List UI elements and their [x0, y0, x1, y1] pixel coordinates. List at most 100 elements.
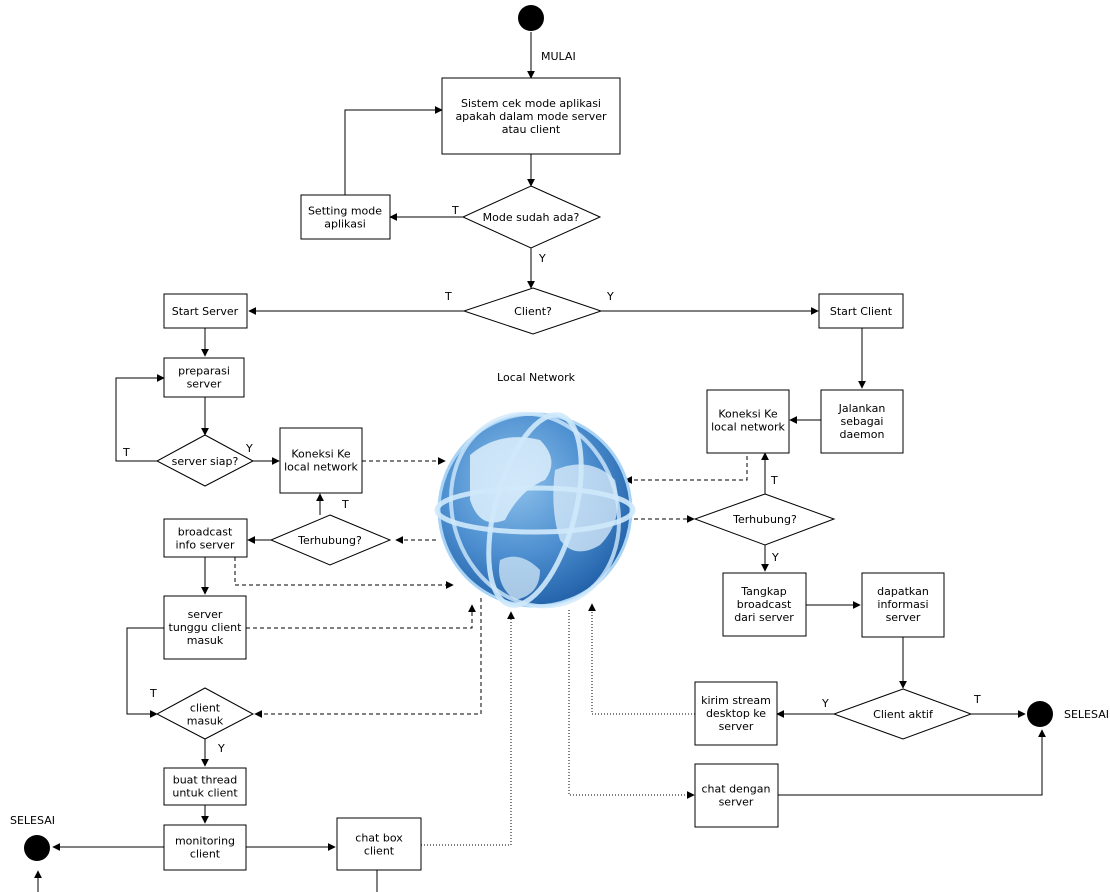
node-label-line: server — [719, 720, 754, 733]
edge-label-client-t: T — [444, 290, 452, 303]
process-start-server-label: Start Server — [172, 305, 239, 318]
edge-label-client-y: Y — [606, 290, 614, 303]
node-label-line: Client? — [514, 305, 552, 318]
node-label-line: daemon — [840, 428, 885, 441]
process-start-client: Start Client — [818, 293, 904, 329]
node-label-line: server — [188, 608, 223, 621]
edge-label-masuk-t: T — [149, 687, 157, 700]
edge-label-siap-t: T — [122, 446, 130, 459]
node-label-line: dari server — [734, 611, 794, 624]
node-label-line: chat box — [355, 832, 403, 845]
process-start-client-label: Start Client — [830, 305, 893, 318]
decision-client: Client? — [462, 287, 603, 335]
node-label-line: Terhubung? — [297, 534, 362, 547]
node-label-line: tunggu client — [169, 621, 243, 634]
edge-label-terhubung-client-y: Y — [771, 551, 779, 564]
node-label-line: client — [190, 848, 221, 861]
decision-client-aktif: Client aktif — [832, 688, 973, 740]
node-label-line: monitoring — [175, 835, 235, 848]
node-label-line: broadcast — [178, 526, 233, 539]
start-node — [518, 5, 544, 31]
start-label: MULAI — [541, 50, 576, 63]
node-label-line: client — [364, 845, 395, 858]
node-label-line: server — [187, 378, 222, 391]
decision-client-aktif-label: Client aktif — [873, 708, 934, 721]
node-label-line: buat thread — [173, 774, 238, 787]
node-label-line: Start Client — [830, 305, 893, 318]
edge-label-aktif-t: T — [973, 693, 981, 706]
node-label-line: sebagai — [840, 415, 883, 428]
node-label-line: Terhubung? — [732, 513, 797, 526]
node-label-line: broadcast — [737, 598, 792, 611]
node-label-line: informasi — [877, 598, 928, 611]
node-label-line: kirim stream — [701, 694, 771, 707]
edges — [34, 32, 1046, 892]
decision-server-siap: server siap? — [155, 434, 255, 487]
end-label-left: SELESAI — [10, 814, 55, 827]
edge-label-terhubung-client-t: T — [770, 474, 778, 487]
globe-icon — [434, 411, 636, 609]
node-label-line: aplikasi — [324, 218, 366, 231]
edge-label-terhubung-server-t: T — [341, 498, 349, 511]
node-label-line: server — [886, 611, 921, 624]
end-node-left — [24, 835, 50, 861]
node-label-line: preparasi — [178, 365, 230, 378]
decision-terhubung-client-label: Terhubung? — [732, 513, 797, 526]
node-label-line: server — [719, 796, 754, 809]
node-label-line: local network — [284, 461, 358, 474]
node-label-line: Client aktif — [873, 708, 934, 721]
node-label-line: server siap? — [172, 455, 239, 468]
node-label-line: masuk — [187, 634, 224, 647]
edge-labels: T Y T Y T Y T T Y T Y Y T — [122, 204, 981, 755]
node-label-line: Sistem cek mode aplikasi — [461, 97, 601, 110]
network-label: Local Network — [497, 371, 576, 384]
end-label-right: SELESAI — [1064, 708, 1109, 721]
node-label-line: info server — [176, 539, 235, 552]
edge-label-siap-y: Y — [245, 442, 253, 455]
decision-client-label: Client? — [514, 305, 552, 318]
edge-label-mode-t: T — [451, 204, 459, 217]
decision-terhubung-server: Terhubung? — [269, 514, 392, 566]
edge-label-masuk-y: Y — [217, 742, 225, 755]
node-label-line: dapatkan — [877, 585, 929, 598]
node-label-line: Koneksi Ke — [291, 448, 350, 461]
node-label-line: chat dengan — [702, 783, 771, 796]
edge-label-mode-y: Y — [538, 252, 546, 265]
node-label-line: local network — [711, 421, 785, 434]
decision-mode-sudah-ada: Mode sudah ada? — [461, 185, 602, 249]
node-label-line: masuk — [187, 715, 224, 728]
edge-label-aktif-y: Y — [821, 697, 829, 710]
node-label-line: Mode sudah ada? — [483, 211, 580, 224]
node-label-line: Tangkap — [740, 585, 787, 598]
decision-terhubung-client: Terhubung? — [693, 493, 836, 546]
